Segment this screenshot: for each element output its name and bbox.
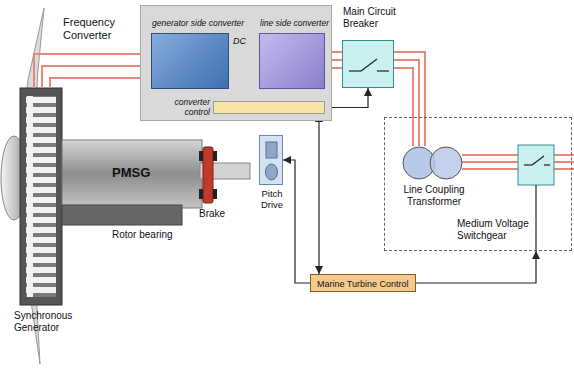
part-label: PMSG	[112, 166, 150, 181]
brake-pad	[199, 151, 203, 161]
pitch-drive: Pitch Drive	[259, 135, 283, 185]
line-coupling-transformer: Line Coupling Transformer	[403, 146, 465, 180]
generator-side-converter: generator side converter	[151, 33, 229, 89]
part-label: DC	[233, 36, 246, 46]
main-circuit-breaker: Main Circuit Breaker	[342, 40, 394, 88]
generator-teeth	[26, 96, 56, 297]
pitch-symbol	[260, 136, 284, 186]
node-text: line side converter	[260, 19, 329, 29]
marine-turbine-control: Marine Turbine Control	[310, 274, 416, 292]
brake-disk	[203, 147, 213, 203]
brake-pad	[213, 189, 217, 199]
control-wire	[535, 185, 536, 251]
control-line	[416, 251, 537, 283]
pmsg-body	[62, 140, 202, 208]
part-label: Synchronous Generator	[14, 310, 114, 333]
rotor-bearing	[62, 205, 182, 225]
control-line	[283, 160, 310, 283]
generator-ring	[20, 88, 62, 305]
node-text: generator side converter	[152, 19, 244, 29]
node-text: converter control	[158, 98, 210, 118]
node-text: Frequency Converter	[63, 16, 137, 41]
power-line	[394, 52, 425, 146]
node-text: Marine Turbine Control	[311, 275, 415, 293]
line-side-converter: line side converter	[259, 33, 325, 89]
trafo-symbol	[402, 146, 466, 180]
node-text: Pitch Drive	[250, 189, 294, 211]
breaker-symbol	[343, 41, 395, 89]
node-text: Medium Voltage Switchgear	[457, 218, 567, 241]
node-text: Line Coupling Transformer	[389, 184, 479, 207]
frequency-converter-box: Frequency Convertergenerator side conver…	[140, 5, 332, 121]
brake-pad	[213, 151, 217, 161]
part-label: Brake	[199, 208, 225, 220]
part-label: Rotor bearing	[112, 229, 173, 241]
switchgear-region: Medium Voltage Switchgear Line Coupling T…	[384, 117, 572, 251]
converter-control-bar: converter control	[213, 101, 325, 114]
control-line	[319, 114, 320, 274]
brake-pad	[199, 189, 203, 199]
node-text: Main Circuit Breaker	[343, 6, 423, 29]
switchgear-switch	[518, 145, 554, 185]
switch-symbol	[524, 156, 550, 165]
